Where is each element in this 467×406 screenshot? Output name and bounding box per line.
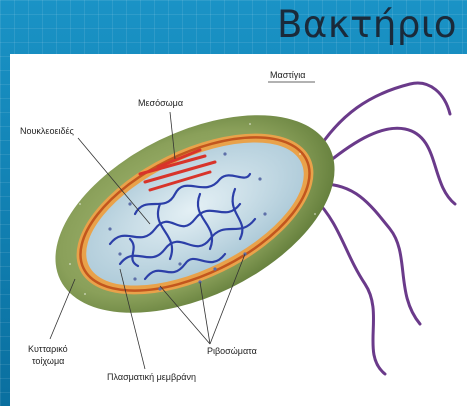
wall-speck <box>314 213 316 215</box>
wall-speck <box>169 323 171 325</box>
slide-title: Βακτήριο <box>277 3 457 46</box>
flagellum-2 <box>320 128 455 204</box>
label-cell-wall-line2: τοίχωμα <box>32 356 64 366</box>
flagellum-4 <box>315 199 385 374</box>
label-plasma-membrane: Πλασματική μεμβράνη <box>107 372 196 382</box>
ribosome <box>178 262 181 265</box>
wall-speck <box>119 153 121 155</box>
label-ribosomes: Ριβοσώματα <box>207 346 257 356</box>
flagella-group <box>315 83 455 374</box>
label-nucleoid: Νουκλεοειδές <box>20 126 74 136</box>
wall-speck <box>179 128 181 130</box>
label-flagella: Μαστίγια <box>270 70 306 80</box>
label-cell-wall-line1: Κυτταρικό <box>28 344 68 354</box>
leader-cell-wall <box>50 279 75 339</box>
ribosome <box>258 177 261 180</box>
wall-speck <box>249 123 251 125</box>
wall-speck <box>289 268 291 270</box>
ribosome <box>118 252 121 255</box>
ribosome <box>128 202 131 205</box>
bacterium-diagram: Μαστίγια Μεσόσωμα Νουκλεοειδές Κυτταρικό… <box>10 54 467 406</box>
ribosome <box>223 152 226 155</box>
ribosome <box>263 212 266 215</box>
ribosome <box>133 277 136 280</box>
wall-speck <box>84 293 86 295</box>
wall-speck <box>69 263 71 265</box>
ribosome <box>108 227 111 230</box>
label-mesosome: Μεσόσωμα <box>138 98 183 108</box>
ribosome <box>213 267 216 270</box>
flagellum-1 <box>315 83 450 154</box>
diagram-panel: Μαστίγια Μεσόσωμα Νουκλεοειδές Κυτταρικό… <box>10 54 467 406</box>
wall-speck <box>239 308 241 310</box>
wall-speck <box>79 203 81 205</box>
wall-speck <box>119 313 121 315</box>
wall-speck <box>299 153 301 155</box>
